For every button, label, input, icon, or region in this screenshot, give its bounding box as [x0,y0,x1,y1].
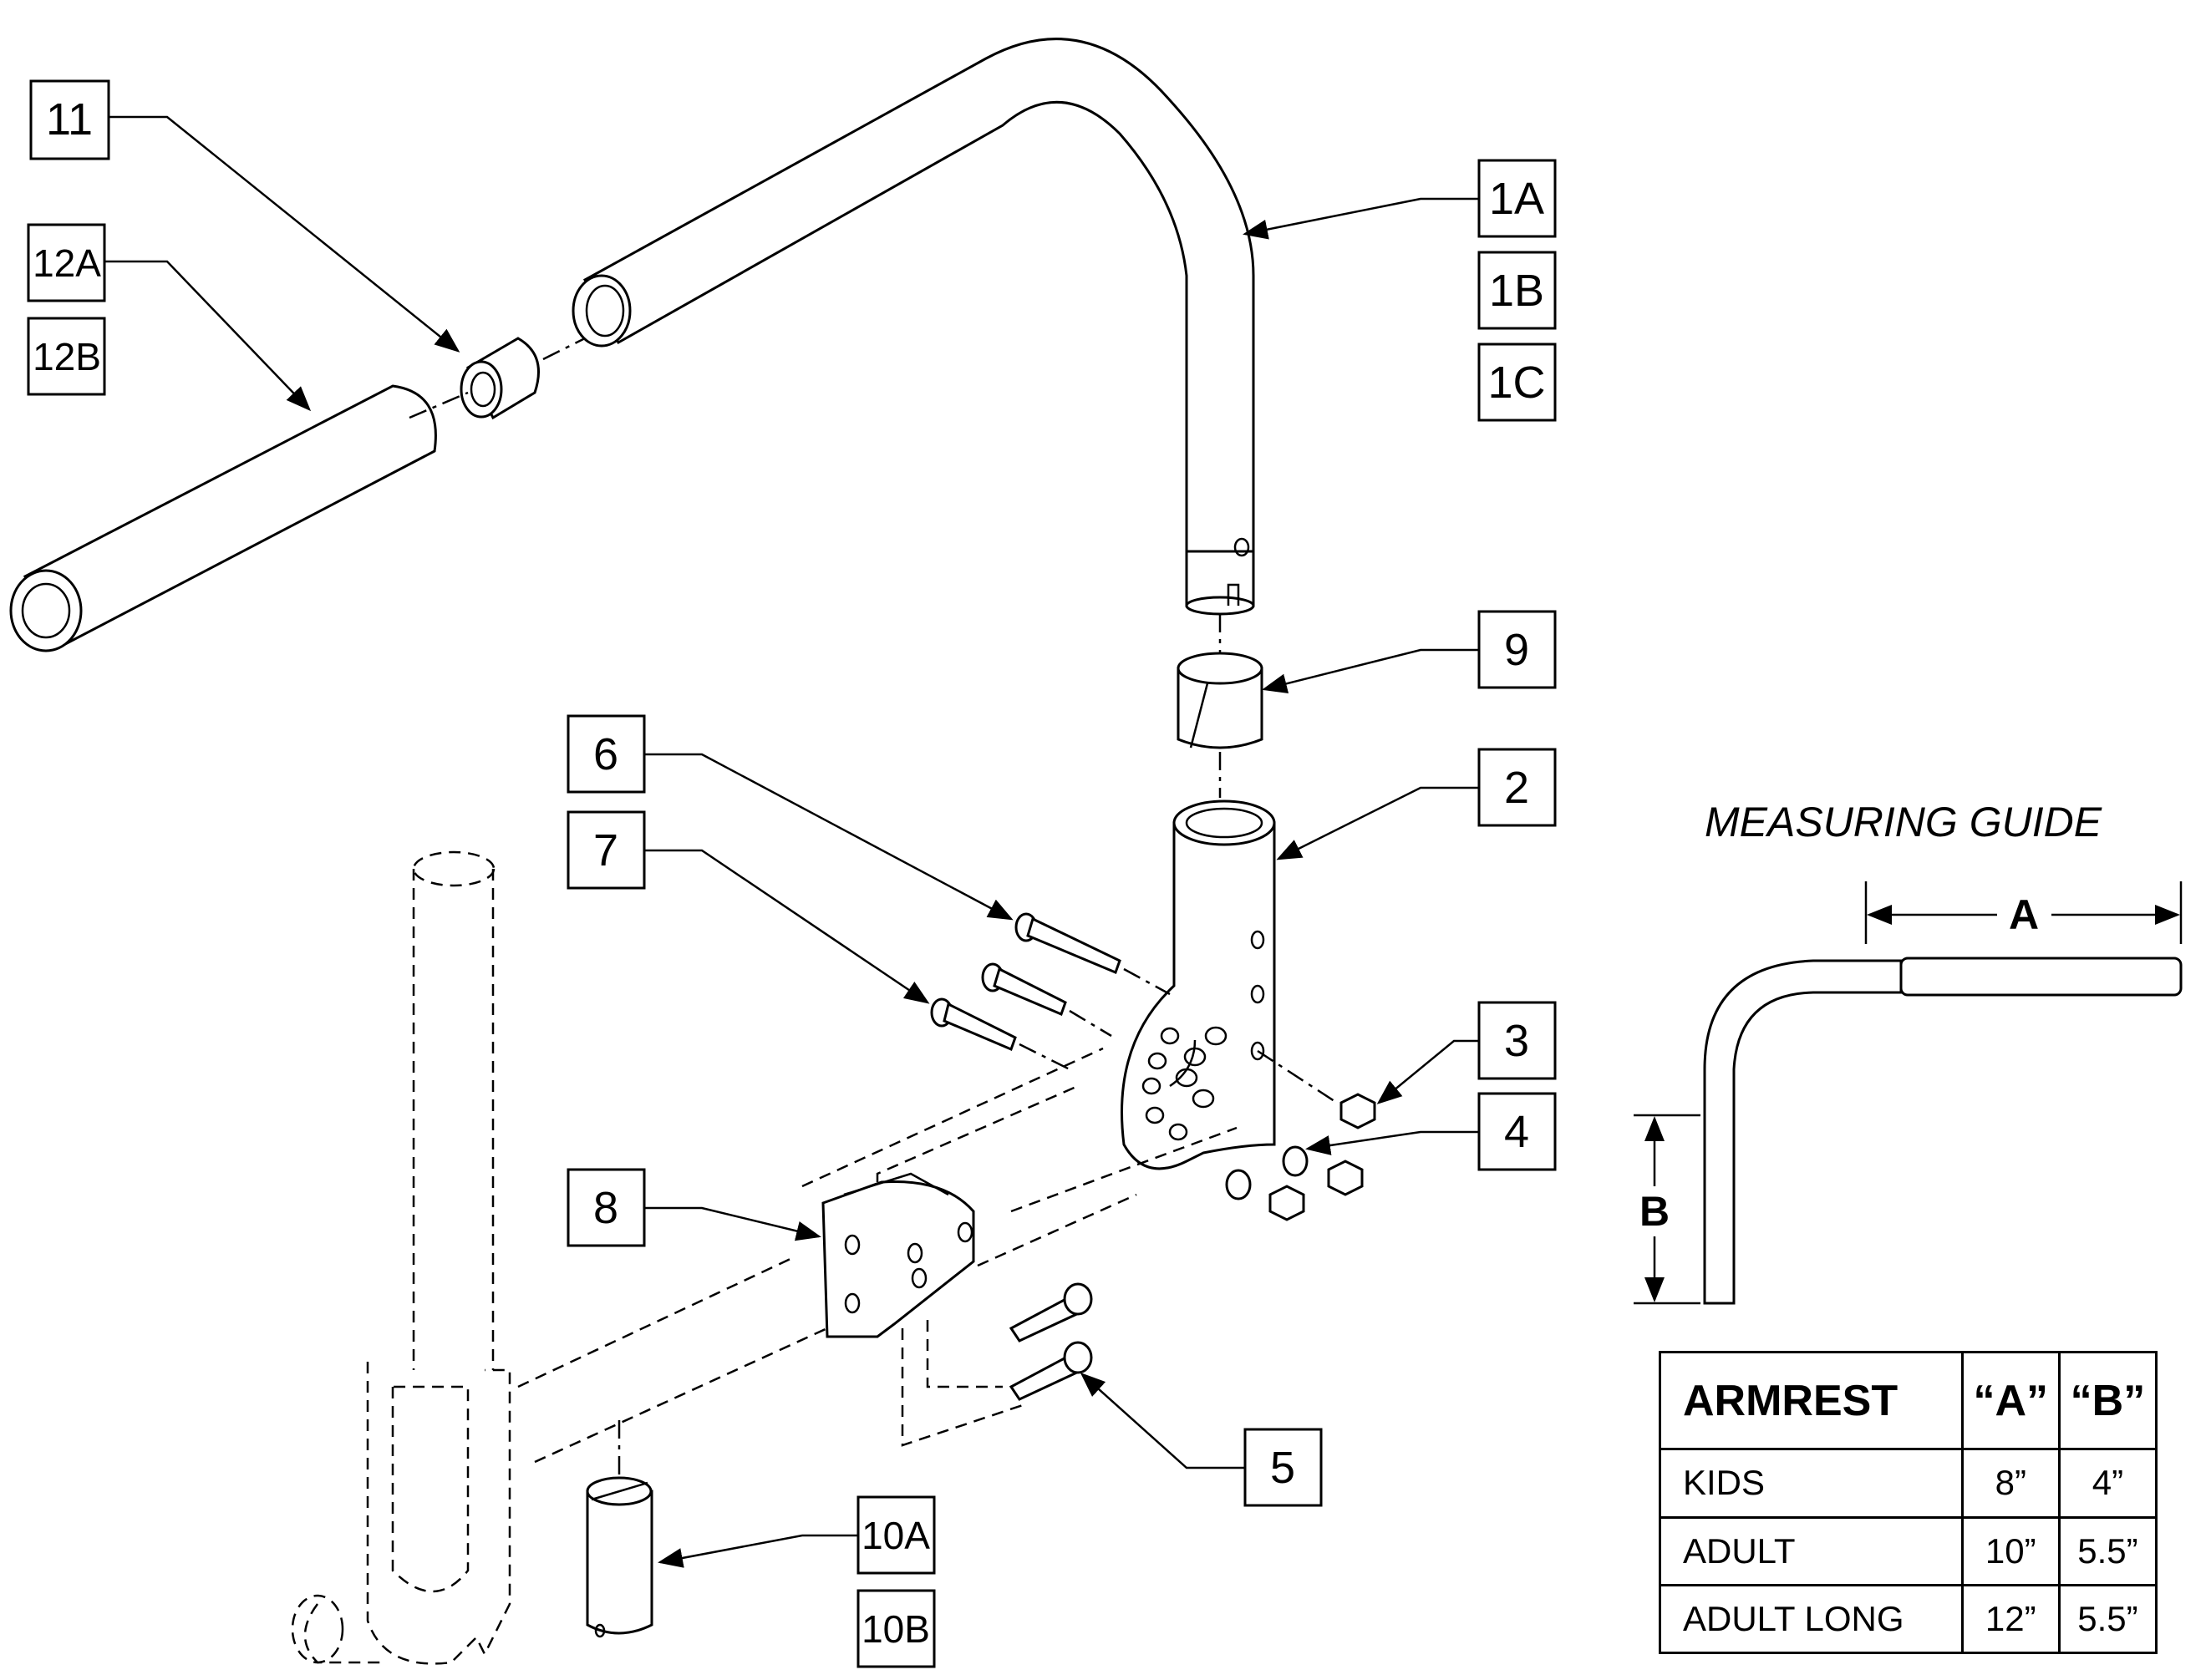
measuring-guide-sketch [1634,881,2183,1305]
measuring-guide-title: MEASURING GUIDE [1705,799,2102,845]
callout-9: 9 [1477,610,1557,689]
table-cell: ADULT [1659,1515,1964,1586]
bolt [1014,912,1121,974]
callout-5-text: 5 [1270,1443,1295,1493]
frame-outline [291,850,1238,1665]
receiver-tube [1121,799,1276,1170]
callout-8: 8 [567,1168,646,1247]
table-cell: 12” [1960,1583,2061,1655]
table-header: ARMREST [1659,1350,1964,1451]
callout-1a-text: 1A [1489,174,1544,224]
callout-12a-text: 12A [33,241,101,285]
callout-10a-text: 10A [862,1514,930,1557]
table-cell: 10” [1960,1515,2061,1586]
table-header: “A” [1960,1350,2061,1451]
armrest-tube [572,38,1255,616]
callout-4-text: 4 [1504,1107,1529,1157]
callout-1a: 1A [1477,159,1557,238]
callout-11-text: 11 [46,94,93,145]
table-cell: 4” [2057,1448,2158,1519]
dimension-a-label: A [2009,891,2039,938]
table-cell: ADULT LONG [1659,1583,1964,1655]
table-cell: KIDS [1659,1448,1964,1519]
sleeve [586,1476,653,1638]
table-row: ADULT 10” 5.5” [1659,1515,2158,1586]
callout-10a: 10A [856,1495,936,1575]
washer [1225,1169,1252,1200]
grip [9,384,437,652]
grip-insert [460,337,540,420]
table-cell: 5.5” [2057,1515,2158,1586]
bolt [981,962,1067,1017]
callout-5: 5 [1243,1428,1323,1507]
callout-3: 3 [1477,1001,1557,1080]
callout-7-text: 7 [593,825,618,876]
callout-6: 6 [567,714,646,794]
leader-lines [104,115,1479,1568]
table-cell: 8” [1960,1448,2061,1519]
table-cell: 5.5” [2057,1583,2158,1655]
callout-11: 11 [29,79,110,160]
armrest-size-table: ARMREST “A” “B” KIDS 8” 4” ADULT 10” 5.5… [1659,1350,2158,1655]
bolt [1009,1282,1093,1342]
callout-7: 7 [567,810,646,890]
nut [1339,1093,1376,1129]
callout-3-text: 3 [1504,1016,1529,1066]
callout-1c-text: 1C [1487,358,1545,408]
table-row: KIDS 8” 4” [1659,1448,2158,1519]
nut [1268,1185,1305,1221]
dimension-b-label: B [1639,1188,1670,1235]
clamp [821,1172,975,1338]
bushing [1177,652,1263,749]
callout-9-text: 9 [1504,625,1529,675]
callout-12b: 12B [27,317,106,396]
table-row: ADULT LONG 12” 5.5” [1659,1583,2158,1655]
callout-12a: 12A [27,223,106,302]
callout-4: 4 [1477,1092,1557,1171]
callout-8-text: 8 [593,1183,618,1233]
bolt [1009,1341,1093,1401]
callout-2: 2 [1477,748,1557,827]
nut [1327,1160,1364,1196]
washer [1282,1145,1309,1177]
callout-10b-text: 10B [862,1607,930,1651]
bolt [930,997,1017,1052]
callout-2-text: 2 [1504,763,1529,813]
callout-6-text: 6 [593,729,618,779]
table-header: “B” [2057,1350,2158,1451]
table-header-row: ARMREST “A” “B” [1659,1350,2158,1451]
callout-1b-text: 1B [1489,266,1544,316]
callout-10b: 10B [856,1589,936,1668]
callout-1c: 1C [1477,343,1557,422]
callout-1b: 1B [1477,251,1557,330]
callout-12b-text: 12B [33,335,101,378]
